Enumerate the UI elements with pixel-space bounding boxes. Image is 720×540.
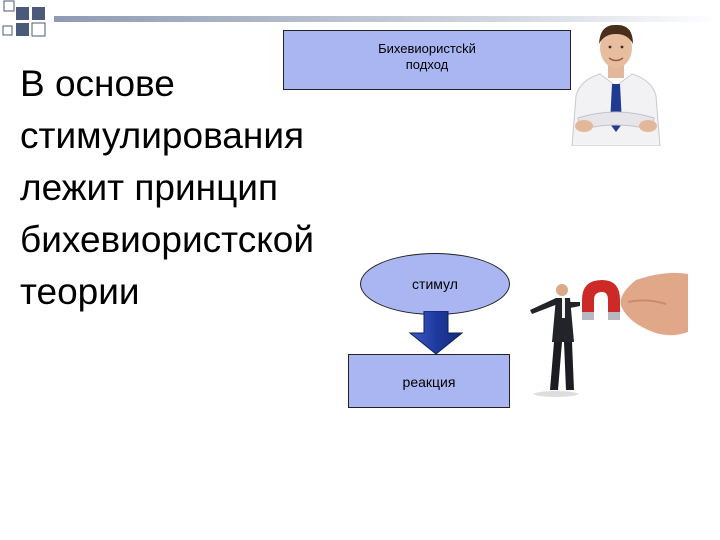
title-line: теории (20, 271, 140, 312)
magnet-hand-photo (530, 272, 688, 397)
reaction-label: реакция (402, 374, 456, 390)
reaction-box: реакция (348, 354, 510, 408)
stimulus-label: стимул (412, 276, 458, 292)
title-line: В основе (20, 63, 175, 104)
title-line: стимулирования (20, 115, 305, 156)
businessman-photo (571, 24, 661, 146)
decorative-squares-bar (2, 0, 720, 37)
slide-title: В основе стимулирования лежит принцип би… (20, 58, 380, 318)
title-line: бихевиористской (20, 219, 315, 260)
behaviorist-approach-box: Бихевиористсkй подход (283, 30, 571, 90)
title-line: лежит принцип (20, 167, 279, 208)
stimulus-ellipse: стимул (360, 253, 510, 315)
approach-box-line: Бихевиористсkй (378, 41, 476, 56)
approach-box-line: подход (405, 57, 449, 72)
down-arrow-icon (408, 311, 464, 355)
